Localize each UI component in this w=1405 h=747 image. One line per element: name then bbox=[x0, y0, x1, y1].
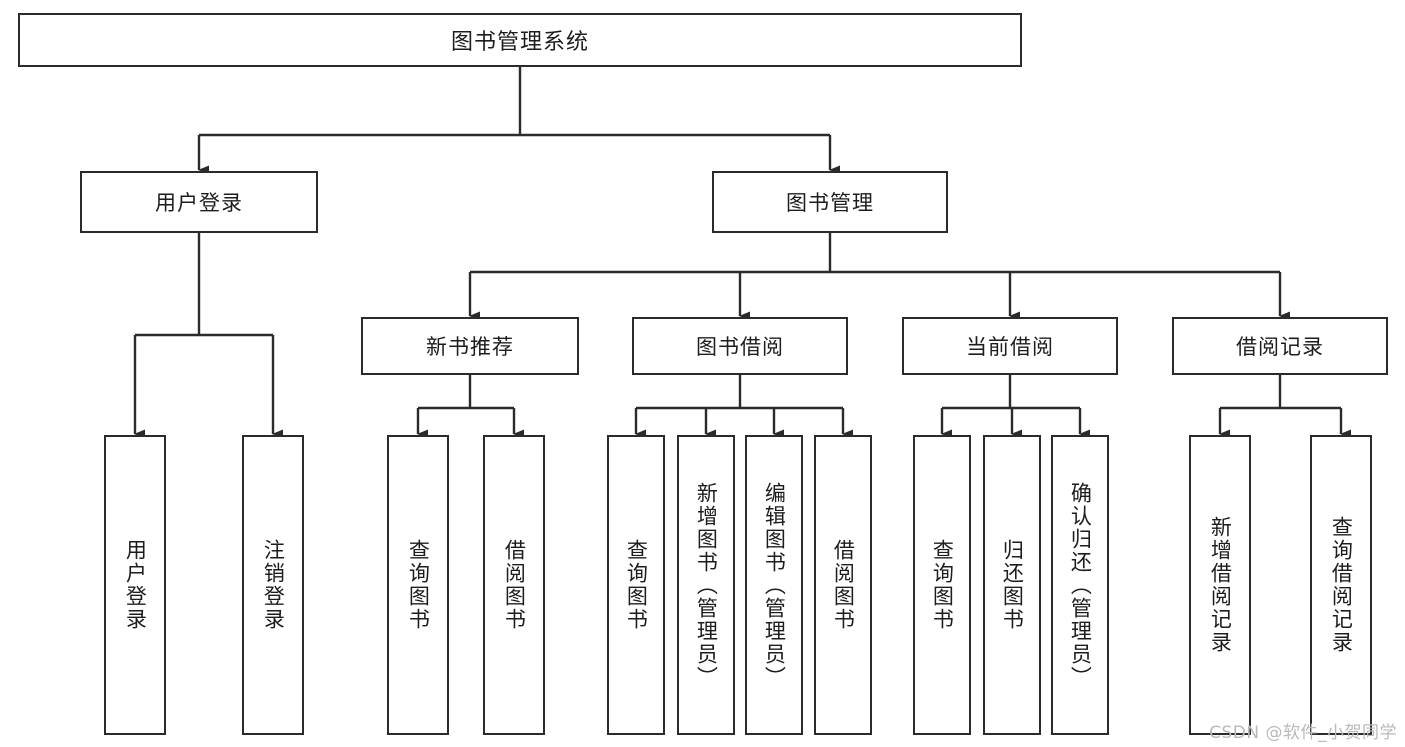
node-label: 图书借阅 bbox=[696, 335, 784, 359]
node-label: 查询图书 bbox=[624, 539, 649, 631]
node-label: 用户登录 bbox=[155, 191, 243, 215]
node-label: 查询图书 bbox=[930, 539, 955, 631]
node-label: 注销登录 bbox=[261, 539, 286, 631]
node-label: 新增图书（管理员） bbox=[694, 481, 719, 689]
node-root[interactable]: 图书管理系统 bbox=[18, 13, 1022, 67]
node-label: 新增借阅记录 bbox=[1208, 516, 1233, 654]
node-label: 编辑图书（管理员） bbox=[762, 481, 787, 689]
node-label: 借阅图书 bbox=[502, 539, 527, 631]
node-label: 查询图书 bbox=[406, 539, 431, 631]
node-leaf-cur-2[interactable]: 归还图书 bbox=[983, 435, 1041, 735]
node-borrow[interactable]: 图书借阅 bbox=[632, 317, 848, 375]
node-current[interactable]: 当前借阅 bbox=[902, 317, 1118, 375]
node-label: 借阅记录 bbox=[1236, 335, 1324, 359]
node-leaf-new-2[interactable]: 借阅图书 bbox=[483, 435, 545, 735]
csdn-watermark: CSDN @软件_小贺同学 bbox=[1209, 723, 1397, 743]
node-login[interactable]: 用户登录 bbox=[80, 171, 318, 233]
node-leaf-login-2[interactable]: 注销登录 bbox=[242, 435, 304, 735]
node-records[interactable]: 借阅记录 bbox=[1172, 317, 1388, 375]
node-label: 图书管理 bbox=[786, 191, 874, 215]
node-label: 新书推荐 bbox=[426, 335, 514, 359]
node-leaf-cur-3[interactable]: 确认归还（管理员） bbox=[1051, 435, 1109, 735]
node-label: 归还图书 bbox=[1000, 539, 1025, 631]
node-leaf-borrow-3[interactable]: 编辑图书（管理员） bbox=[745, 435, 803, 735]
node-label: 查询借阅记录 bbox=[1329, 516, 1354, 654]
node-leaf-borrow-4[interactable]: 借阅图书 bbox=[814, 435, 872, 735]
node-leaf-rec-1[interactable]: 新增借阅记录 bbox=[1189, 435, 1251, 735]
node-leaf-borrow-1[interactable]: 查询图书 bbox=[607, 435, 665, 735]
node-leaf-cur-1[interactable]: 查询图书 bbox=[913, 435, 971, 735]
node-leaf-new-1[interactable]: 查询图书 bbox=[387, 435, 449, 735]
node-leaf-rec-2[interactable]: 查询借阅记录 bbox=[1310, 435, 1372, 735]
node-label: 确认归还（管理员） bbox=[1068, 481, 1093, 689]
node-leaf-borrow-2[interactable]: 新增图书（管理员） bbox=[677, 435, 735, 735]
node-newbook[interactable]: 新书推荐 bbox=[361, 317, 579, 375]
node-label: 当前借阅 bbox=[966, 335, 1054, 359]
node-bookmgmt[interactable]: 图书管理 bbox=[712, 171, 948, 233]
node-label: 图书管理系统 bbox=[450, 30, 589, 55]
node-leaf-login-1[interactable]: 用户登录 bbox=[104, 435, 166, 735]
node-label: 用户登录 bbox=[123, 539, 148, 631]
node-label: 借阅图书 bbox=[831, 539, 856, 631]
